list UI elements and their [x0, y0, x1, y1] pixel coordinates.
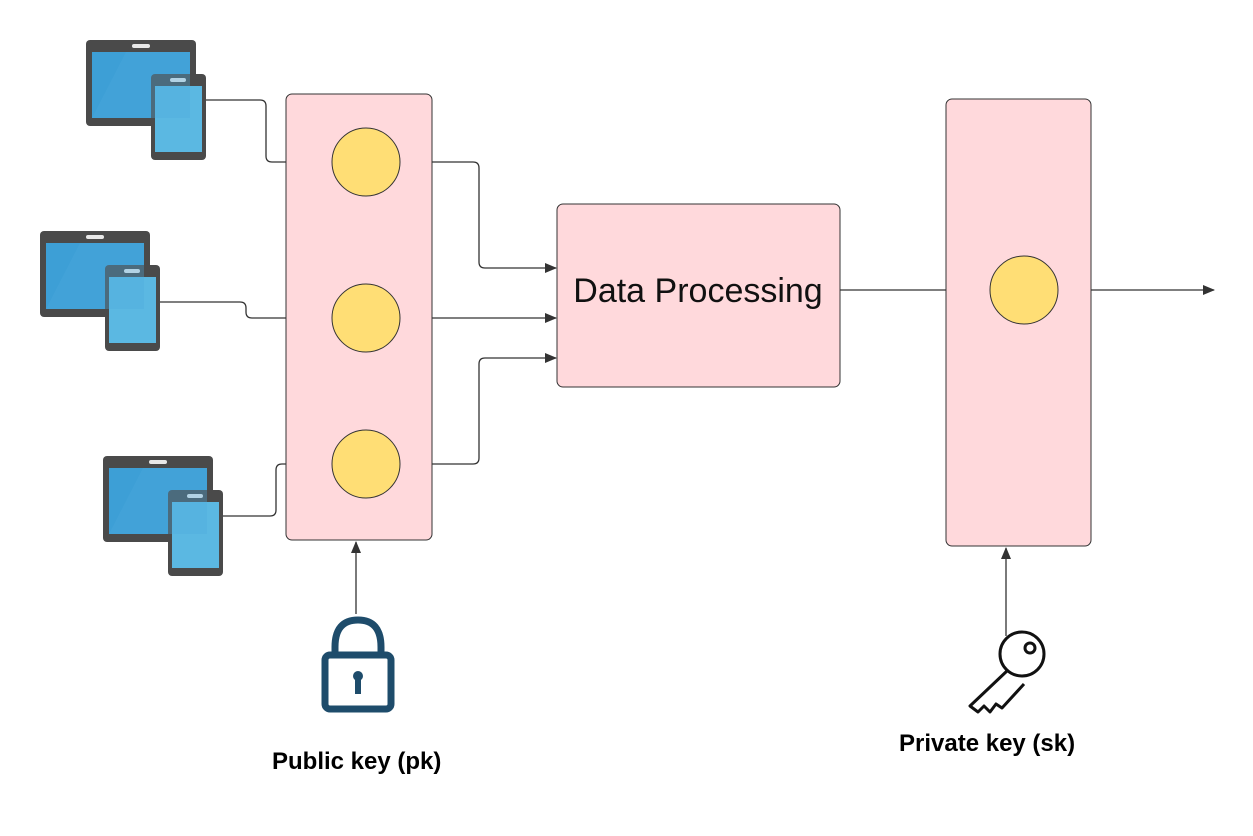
- encrypt-node-2: [331, 283, 401, 353]
- data-processing-label: Data Processing: [573, 272, 822, 310]
- public-key-label: Public key (pk): [272, 748, 442, 775]
- data-processing-box: [556, 203, 841, 388]
- lock-icon: [321, 616, 395, 713]
- key-icon: [968, 630, 1046, 714]
- connector-device2-node2: [160, 301, 331, 323]
- connector-device1-node1: [205, 99, 331, 167]
- tablet-phone-icon: [86, 40, 206, 160]
- tablet-phone-icon: [103, 456, 223, 576]
- connector-node3-processing: [400, 353, 557, 465]
- connector-device3-node3: [222, 459, 331, 517]
- connector-node1-processing: [400, 161, 557, 273]
- encrypt-node-1: [331, 127, 401, 197]
- private-key-label: Private key (sk): [899, 730, 1076, 757]
- connectors: [160, 99, 1215, 636]
- decrypt-node: [989, 255, 1059, 325]
- tablet-phone-icon: [40, 231, 160, 351]
- encrypt-node-3: [331, 429, 401, 499]
